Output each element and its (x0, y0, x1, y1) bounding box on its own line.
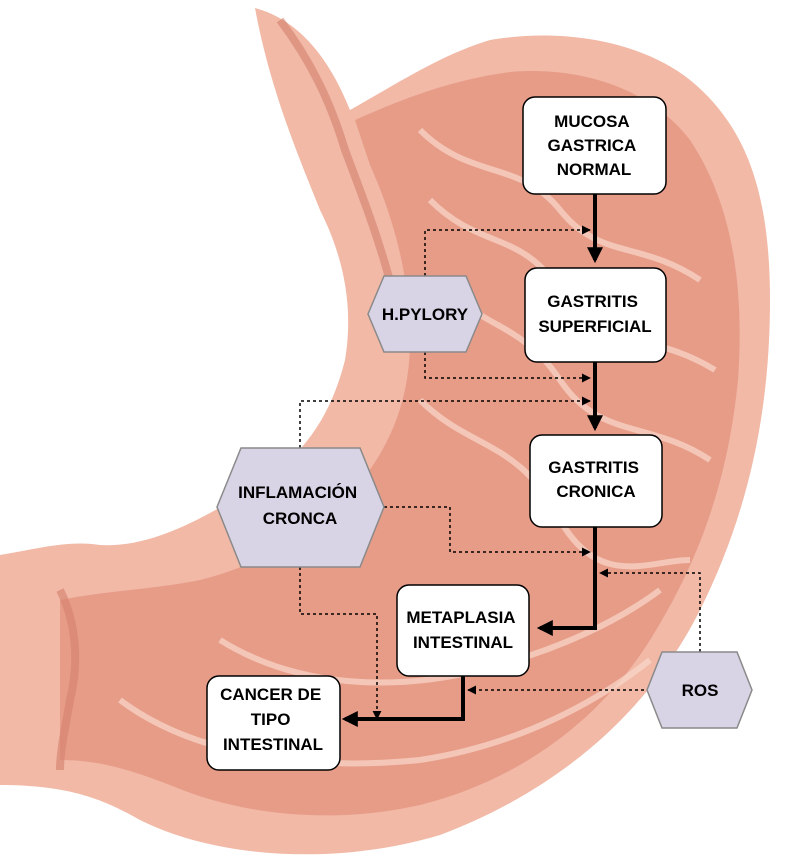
stage-normal-line-3: NORMAL (557, 160, 632, 179)
stage-box-cronica: GASTRITIS CRONICA (530, 435, 662, 527)
stage-cronica-line-2: CRONICA (556, 482, 635, 501)
stage-cancer-line-2: TIPO (251, 710, 291, 729)
stage-normal-line-1: MUCOSA (554, 112, 629, 131)
factor-inflamacion-line-1: INFLAMACIÓN (238, 483, 357, 502)
stage-metaplasia-line-1: METAPLASIA (406, 608, 515, 627)
stage-cronica-line-1: GASTRITIS (548, 458, 639, 477)
stage-metaplasia-line-2: INTESTINAL (413, 633, 513, 652)
factor-hex-ros: ROS (647, 652, 752, 728)
svg-text:ROS: ROS (682, 681, 719, 700)
stage-box-cancer: CANCER DE TIPO INTESTINAL (207, 676, 340, 770)
stage-box-superficial: GASTRITIS SUPERFICIAL (525, 268, 666, 362)
factor-hex-hpylory: H.PYLORY (368, 276, 482, 352)
svg-text:H.PYLORY: H.PYLORY (382, 305, 469, 324)
factor-ros-line-1: ROS (682, 681, 719, 700)
stage-box-normal: MUCOSA GASTRICA NORMAL (523, 97, 666, 194)
stage-box-metaplasia: METAPLASIA INTESTINAL (397, 585, 529, 676)
factor-inflamacion-line-2: CRONCA (263, 509, 338, 528)
factor-hex-inflamacion: INFLAMACIÓN CRONCA (217, 448, 384, 567)
svg-text:MUCOSA GASTRICA NO: MUCOSA GASTRICA NORMAL (548, 112, 641, 179)
stage-superficial-line-1: GASTRITIS (547, 292, 638, 311)
stage-normal-line-2: GASTRICA (548, 136, 637, 155)
factor-hpylory-line-1: H.PYLORY (382, 305, 469, 324)
stage-cancer-line-3: INTESTINAL (223, 735, 323, 754)
stage-cancer-line-1: CANCER DE (220, 685, 321, 704)
stage-superficial-line-2: SUPERFICIAL (538, 317, 651, 336)
